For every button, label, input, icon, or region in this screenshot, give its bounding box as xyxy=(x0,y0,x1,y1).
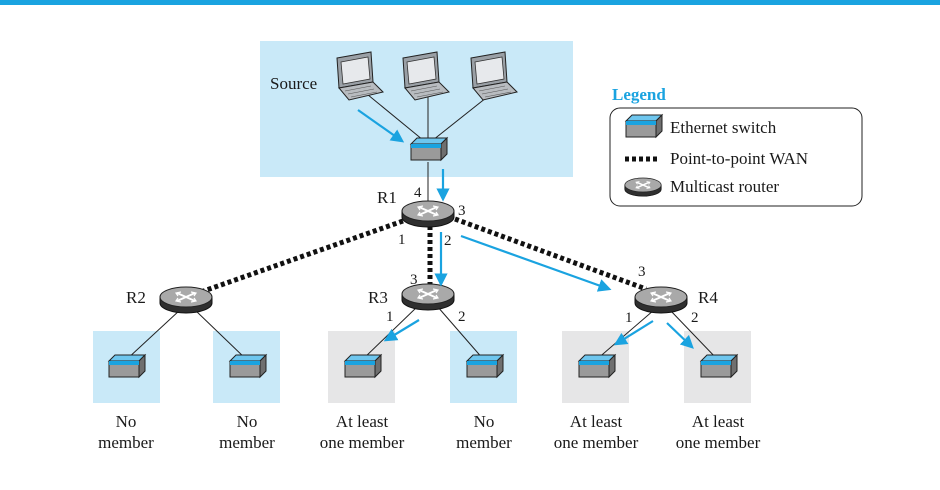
port-number: 2 xyxy=(691,310,699,326)
wan-link-r1-r4 xyxy=(454,216,647,292)
flow-arrow xyxy=(613,320,654,346)
lan-label-line1: At least xyxy=(570,412,623,431)
port-number: 1 xyxy=(386,309,394,325)
flow-arrow xyxy=(666,322,694,349)
router-r2-icon xyxy=(159,286,213,314)
lan-label-line1: At least xyxy=(336,412,389,431)
router-r1-icon xyxy=(401,200,455,228)
port-number: 3 xyxy=(458,203,466,219)
legend: Legend Ethernet switch Point-to-point WA… xyxy=(609,85,863,207)
multicast-router-icon xyxy=(624,177,662,197)
router-r3-label: R3 xyxy=(368,288,388,307)
port-number: 2 xyxy=(444,233,452,249)
lan-switch-icon xyxy=(578,354,616,378)
lan-label-line2: member xyxy=(219,433,275,452)
flow-arrow xyxy=(357,109,405,143)
top-rule xyxy=(0,0,940,5)
lan-switch-icon xyxy=(108,354,146,378)
legend-item-label: Ethernet switch xyxy=(670,118,777,137)
lan-label-line2: one member xyxy=(320,433,405,452)
lan-label-line2: one member xyxy=(676,433,761,452)
lan-switch-icon xyxy=(344,354,382,378)
port-number: 2 xyxy=(458,309,466,325)
source-switch-icon xyxy=(410,137,448,161)
lan-label-line2: member xyxy=(456,433,512,452)
legend-item-label: Multicast router xyxy=(670,177,779,196)
wan-link-r1-r2 xyxy=(197,218,404,296)
port-number: 1 xyxy=(625,310,633,326)
lan-label-line1: No xyxy=(237,412,258,431)
legend-item-label: Point-to-point WAN xyxy=(670,149,808,168)
flow-arrow xyxy=(460,234,612,292)
router-r4-icon xyxy=(634,286,688,314)
port-number: 3 xyxy=(410,272,418,288)
multicast-flow-arrows xyxy=(357,109,694,349)
port-number: 1 xyxy=(398,232,406,248)
lan-labels: No member No member At least one member … xyxy=(98,412,760,452)
lan-label-line1: At least xyxy=(692,412,745,431)
legend-title: Legend xyxy=(612,85,666,104)
legend-box xyxy=(609,107,863,207)
lan-label-line2: one member xyxy=(554,433,639,452)
port-number: 4 xyxy=(414,185,422,201)
router-r1-label: R1 xyxy=(377,188,397,207)
ethernet-switch-icon xyxy=(625,114,663,138)
router-r2-label: R2 xyxy=(126,288,146,307)
lan-switch-icon xyxy=(466,354,504,378)
lan-label-line1: No xyxy=(116,412,137,431)
wan-links xyxy=(197,216,647,296)
lan-label-line1: No xyxy=(474,412,495,431)
lan-switch-icon xyxy=(700,354,738,378)
lan-switch-icon xyxy=(229,354,267,378)
router-r4-label: R4 xyxy=(698,288,718,307)
lan-label-line2: member xyxy=(98,433,154,452)
flow-arrow xyxy=(383,319,420,342)
port-number: 3 xyxy=(638,264,646,280)
source-label: Source xyxy=(270,74,317,93)
